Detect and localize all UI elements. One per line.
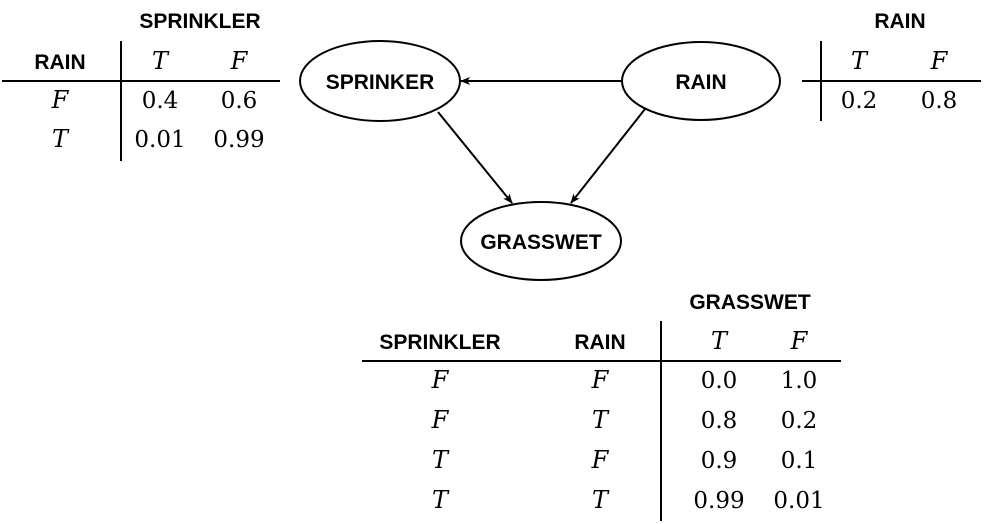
grasswet-row-value-t: 0.9 — [701, 448, 738, 474]
rain-table-col-label-f: F — [930, 47, 949, 75]
table-row: F F 0.0 1.0 — [431, 366, 818, 394]
node-sprinkler: SPRINKER — [299, 40, 461, 122]
grasswet-row-rain: T — [592, 406, 610, 434]
grasswet-row-value-f: 0.01 — [773, 488, 824, 514]
grasswet-row-sprinkler: T — [432, 446, 450, 474]
sprinkler-row-parent: T — [52, 125, 70, 153]
table-row: F T 0.8 0.2 — [431, 406, 818, 434]
node-sprinkler-ellipse — [299, 40, 461, 122]
grasswet-table-col-label-t: T — [711, 327, 729, 355]
rain-value-t: 0.2 — [841, 88, 878, 114]
sprinkler-row-value-f: 0.99 — [213, 127, 264, 153]
grasswet-row-value-t: 0.99 — [693, 488, 744, 514]
grasswet-table-parent-header-rain: RAIN — [574, 331, 625, 354]
sprinkler-row-value-t: 0.01 — [134, 127, 185, 153]
grasswet-row-sprinkler: F — [431, 406, 450, 434]
grasswet-row-rain: F — [591, 366, 610, 394]
rain-value-f: 0.8 — [921, 88, 958, 114]
network-edges — [437, 77, 646, 204]
grasswet-row-value-t: 0.0 — [701, 368, 738, 394]
grasswet-cpt-table: GRASSWET SPRINKLER RAIN T F F F 0.0 1.0 … — [362, 291, 841, 521]
grasswet-table-parent-header-sprinkler: SPRINKLER — [379, 331, 500, 354]
table-row: T F 0.9 0.1 — [432, 446, 817, 474]
grasswet-row-value-f: 0.1 — [781, 448, 818, 474]
sprinkler-table-col-label-t: T — [152, 47, 170, 75]
node-grasswet-label: GRASSWET — [480, 231, 602, 254]
grasswet-table-col-label-f: F — [790, 327, 809, 355]
grasswet-row-sprinkler: T — [432, 486, 450, 514]
sprinkler-row-value-f: 0.6 — [221, 88, 258, 114]
grasswet-table-title: GRASSWET — [689, 291, 811, 314]
table-row: T T 0.99 0.01 — [432, 486, 825, 514]
grasswet-row-rain: T — [592, 486, 610, 514]
grasswet-row-value-t: 0.8 — [701, 408, 738, 434]
grasswet-row-rain: F — [591, 446, 610, 474]
node-grasswet-ellipse — [460, 201, 622, 281]
edge-sprinkler-to-grasswet — [437, 111, 513, 204]
grasswet-row-value-f: 0.2 — [781, 408, 818, 434]
edge-rain-to-grasswet — [570, 108, 646, 204]
sprinkler-table-col-label-f: F — [230, 47, 249, 75]
sprinkler-row-value-t: 0.4 — [142, 88, 179, 114]
node-sprinkler-label: SPRINKER — [326, 71, 435, 94]
sprinkler-cpt-table: SPRINKLER RAIN T F F 0.4 0.6 T 0.01 0.99 — [2, 10, 280, 161]
table-row: F 0.4 0.6 — [51, 86, 258, 114]
node-grasswet: GRASSWET — [460, 201, 622, 281]
sprinkler-table-parent-header: RAIN — [34, 51, 85, 74]
rain-table-title: RAIN — [874, 10, 925, 33]
rain-cpt-table: RAIN T F 0.2 0.8 — [802, 10, 981, 121]
grasswet-row-value-f: 1.0 — [781, 368, 818, 394]
node-rain: RAIN — [621, 41, 781, 121]
rain-table-col-label-t: T — [851, 47, 869, 75]
table-row: T 0.01 0.99 — [52, 125, 265, 153]
grasswet-row-sprinkler: F — [431, 366, 450, 394]
table-row: 0.2 0.8 — [841, 88, 958, 114]
node-rain-ellipse — [621, 41, 781, 121]
sprinkler-row-parent: F — [51, 86, 70, 114]
node-rain-label: RAIN — [675, 71, 726, 94]
sprinkler-table-title: SPRINKLER — [139, 10, 260, 33]
